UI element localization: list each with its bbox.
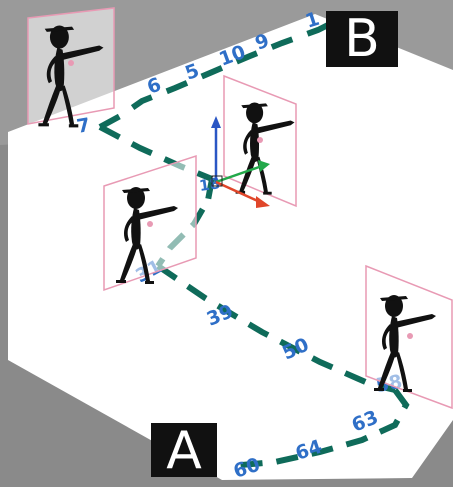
floor-plane[interactable] [8, 14, 453, 480]
figure-billboard[interactable] [103, 154, 197, 292]
figure-billboard[interactable] [27, 7, 115, 128]
path-label: 7 [75, 114, 92, 138]
transform-gizmo-icon[interactable] [211, 116, 270, 208]
path-label: 18 [198, 174, 221, 195]
corner-label-b: B [326, 11, 398, 67]
figure-billboard[interactable] [365, 264, 453, 410]
path-label: 1 [303, 8, 322, 33]
corner-label-a: A [151, 423, 217, 479]
